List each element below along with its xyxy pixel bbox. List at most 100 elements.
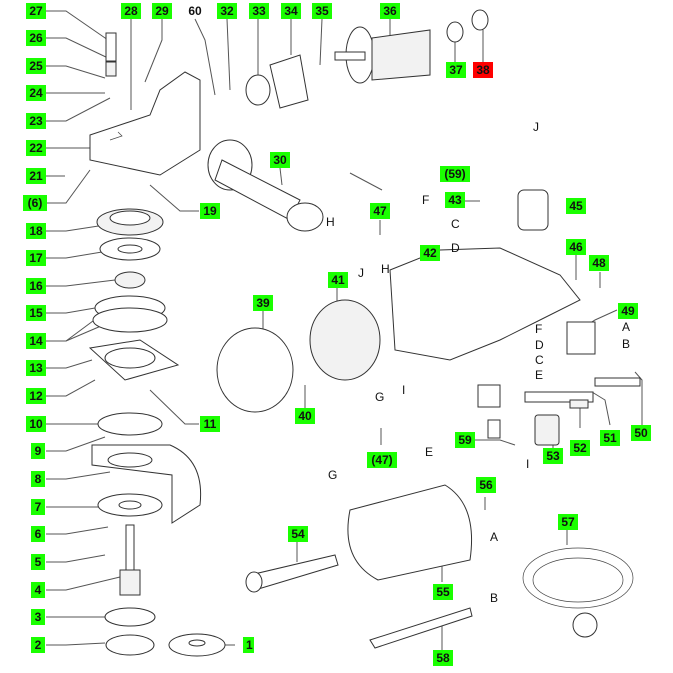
part-label-35[interactable]: 35 (312, 3, 332, 19)
part-label-43[interactable]: 43 (445, 192, 465, 208)
part-label-47-paren[interactable]: (47) (367, 452, 397, 468)
part-label-19[interactable]: 19 (200, 203, 220, 219)
part-label-46[interactable]: 46 (566, 239, 586, 255)
wire-letter-a-cord: A (490, 530, 499, 544)
part-label-24[interactable]: 24 (26, 85, 46, 101)
part-label-52[interactable]: 52 (570, 440, 590, 456)
part-label-42[interactable]: 42 (420, 245, 440, 261)
part-switch-parts-50-53 (477, 377, 641, 446)
part-label-47[interactable]: 47 (370, 203, 390, 219)
part-label-39[interactable]: 39 (253, 295, 273, 311)
part-gear-housing-22 (89, 71, 201, 176)
wire-letter-b-connector: B (622, 337, 631, 351)
part-label-57[interactable]: 57 (558, 514, 578, 530)
part-label-5[interactable]: 5 (31, 554, 45, 570)
part-sleeve-54 (245, 554, 339, 593)
part-connector-49 (566, 321, 596, 355)
part-label-33[interactable]: 33 (249, 3, 269, 19)
part-label-7[interactable]: 7 (31, 499, 45, 515)
wire-letter-j: J (533, 120, 539, 134)
part-label-59[interactable]: 59 (455, 432, 475, 448)
part-label-38[interactable]: 38 (473, 62, 493, 78)
part-label-48[interactable]: 48 (589, 255, 609, 271)
part-label-22[interactable]: 22 (26, 140, 46, 156)
part-label-28[interactable]: 28 (121, 3, 141, 19)
part-wrench-58 (369, 607, 473, 649)
wire-letter-e-cable: E (425, 445, 434, 459)
part-label-36[interactable]: 36 (380, 3, 400, 19)
part-label-2[interactable]: 2 (31, 637, 45, 653)
part-plate-17 (99, 237, 161, 261)
part-bearing-37 (446, 21, 464, 43)
part-plate-34 (269, 54, 309, 109)
part-bolt-27 (105, 32, 117, 62)
part-label-18[interactable]: 18 (26, 223, 46, 239)
wire-letter-h-stator: H (381, 262, 390, 276)
part-label-1[interactable]: 1 (243, 637, 254, 653)
part-label-53[interactable]: 53 (543, 448, 563, 464)
wire-letter-g-stator: G (375, 390, 385, 404)
part-label-40[interactable]: 40 (295, 408, 315, 424)
part-label-6-paren[interactable]: (6) (23, 195, 47, 211)
part-label-50[interactable]: 50 (631, 425, 651, 441)
part-label-45[interactable]: 45 (566, 198, 586, 214)
wire-letter-e-connector: E (535, 368, 544, 382)
part-label-17[interactable]: 17 (26, 250, 46, 266)
part-label-13[interactable]: 13 (26, 360, 46, 376)
part-label-37[interactable]: 37 (446, 62, 466, 78)
part-label-41[interactable]: 41 (328, 272, 348, 288)
part-label-27[interactable]: 27 (26, 3, 46, 19)
part-label-12[interactable]: 12 (26, 388, 46, 404)
part-label-26[interactable]: 26 (26, 30, 46, 46)
wire-letter-f: F (422, 193, 430, 207)
part-label-34[interactable]: 34 (281, 3, 301, 19)
wire-letter-c: C (451, 217, 460, 231)
part-label-21[interactable]: 21 (26, 168, 46, 184)
wire-letter-d-connector: D (535, 338, 544, 352)
part-flange-13 (88, 339, 180, 381)
part-label-9[interactable]: 9 (31, 443, 45, 459)
part-label-6[interactable]: 6 (31, 526, 45, 542)
part-armature-36 (334, 26, 431, 84)
part-guard-8 (91, 444, 202, 524)
part-label-14[interactable]: 14 (26, 333, 46, 349)
part-stator-41 (309, 299, 381, 381)
part-label-56[interactable]: 56 (476, 477, 496, 493)
part-label-25[interactable]: 25 (26, 58, 46, 74)
wire-letter-a-connector: A (622, 320, 631, 334)
part-label-4[interactable]: 4 (31, 582, 45, 598)
wire-letter-b-cord: B (490, 591, 499, 605)
part-label-49[interactable]: 49 (618, 303, 638, 319)
part-ring-38 (471, 9, 489, 31)
part-label-10[interactable]: 10 (26, 416, 46, 432)
part-label-15[interactable]: 15 (26, 305, 46, 321)
wire-letter-f-connector: F (535, 322, 543, 336)
part-label-11[interactable]: 11 (200, 416, 220, 432)
part-label-55[interactable]: 55 (433, 584, 453, 600)
part-cord-57 (522, 547, 634, 638)
part-tube-55 (347, 484, 473, 581)
part-label-3[interactable]: 3 (31, 609, 45, 625)
part-spindle-4 (119, 524, 141, 596)
part-label-8[interactable]: 8 (31, 471, 45, 487)
part-label-16[interactable]: 16 (26, 278, 46, 294)
part-label-54[interactable]: 54 (288, 526, 308, 542)
part-label-59-paren[interactable]: (59) (440, 166, 470, 182)
part-label-30[interactable]: 30 (270, 152, 290, 168)
part-bearing-16 (114, 271, 146, 289)
part-label-32[interactable]: 32 (217, 3, 237, 19)
part-handle-30 (207, 139, 324, 232)
part-gasket-10 (97, 412, 163, 436)
part-label-23[interactable]: 23 (26, 113, 46, 129)
wire-letter-c-connector: C (535, 353, 544, 367)
part-bevel-gear-18 (96, 208, 164, 236)
part-label-60[interactable]: 60 (188, 4, 202, 18)
part-rings-14-15 (92, 295, 168, 333)
part-label-51[interactable]: 51 (600, 430, 620, 446)
part-label-58[interactable]: 58 (433, 650, 453, 666)
part-flange-3 (104, 607, 156, 627)
part-capacitor-45 (517, 189, 549, 231)
part-label-29[interactable]: 29 (152, 3, 172, 19)
wire-letter-g-cable: G (328, 468, 338, 482)
